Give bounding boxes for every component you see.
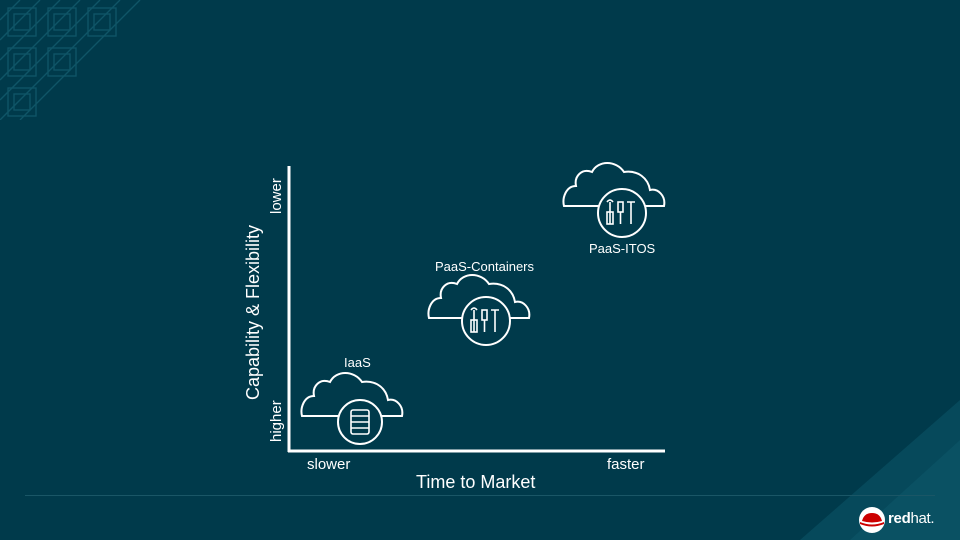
decorative-pattern (0, 0, 141, 120)
paas-containers-cloud (427, 274, 531, 346)
y-axis-low-label: higher (268, 400, 285, 442)
tools-icon (606, 199, 635, 225)
x-axis-low-label: slower (307, 456, 351, 473)
y-axis-title: Capability & Flexibility (243, 224, 263, 400)
y-axis-high-label: lower (268, 178, 285, 214)
server-icon (350, 409, 370, 435)
redhat-logo: redhat. (858, 507, 948, 533)
logo-text: redhat. (888, 510, 935, 527)
cloud-icon (427, 274, 531, 319)
iaas-cloud (300, 372, 404, 445)
footer-divider (25, 495, 935, 496)
cloud-icon (300, 372, 404, 417)
tools-icon (470, 307, 499, 333)
node-label-paas-itos: PaaS-ITOS (589, 241, 656, 256)
paas-itos-cloud (562, 162, 666, 238)
node-label-iaas: IaaS (344, 355, 371, 370)
x-axis-title: Time to Market (416, 472, 536, 492)
shadowman-icon (859, 507, 885, 533)
node-label-paas-containers: PaaS-Containers (435, 259, 534, 274)
cloud-icon (562, 162, 666, 207)
x-axis-high-label: faster (607, 456, 645, 473)
